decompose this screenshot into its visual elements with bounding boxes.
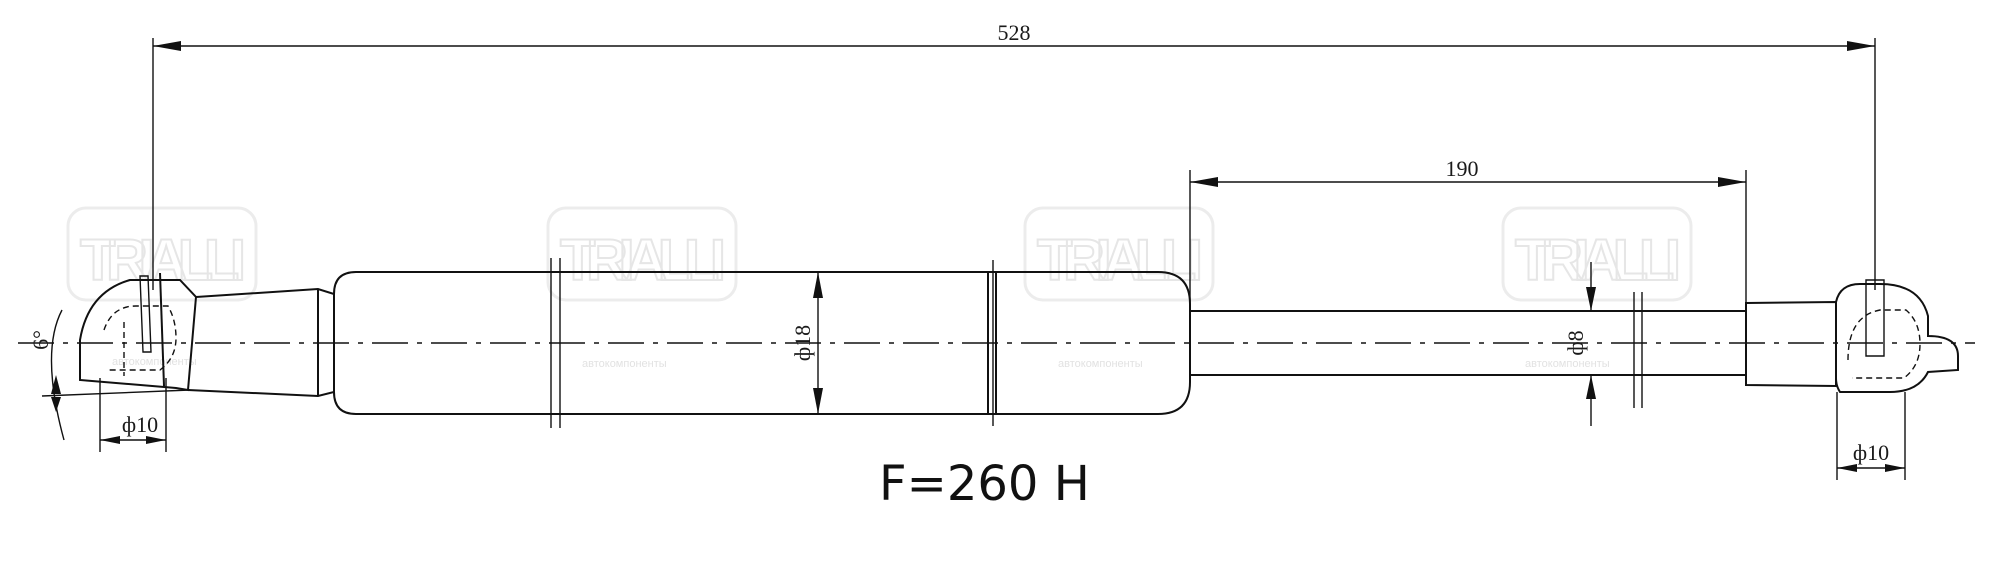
watermark-logo-1: TRIALLI автокомпоненты: [66, 206, 258, 368]
left-taper: [187, 287, 335, 398]
angle-label: 6°: [28, 330, 53, 350]
right-pin: [1865, 279, 1885, 357]
watermark-text-1: TRIALLI: [80, 228, 246, 293]
watermark-sub-2: автокомпоненты: [582, 358, 667, 370]
watermark-logo-3: TRIALLI автокомпоненты: [1023, 206, 1215, 370]
stroke-label: 190: [1446, 156, 1479, 181]
left-socket-arrow-left: [100, 436, 120, 444]
rod-diameter-label: ф8: [1563, 330, 1588, 355]
angle-reference-line: [41, 389, 191, 397]
right-socket-arrow-right: [1885, 464, 1905, 472]
watermark-sub-4: автокомпоненты: [1525, 358, 1610, 370]
watermark-text-4: TRIALLI: [1515, 228, 1681, 293]
body-diameter-arrow-bottom: [813, 388, 823, 414]
right-end-fitting: [1835, 283, 1959, 393]
rod-diameter-arrow-top: [1586, 287, 1596, 311]
rod-diameter-arrow-bottom: [1586, 375, 1596, 399]
right-socket-diameter-label: ф10: [1853, 440, 1889, 465]
left-end-fitting: [79, 279, 198, 392]
body-diameter-label: ф18: [790, 325, 815, 361]
body-diameter-dimension: ф18: [790, 272, 823, 414]
watermark-logo-2: TRIALLI автокомпоненты: [546, 206, 738, 370]
watermark-text-3: TRIALLI: [1037, 228, 1203, 293]
rod-diameter-dimension: ф8: [1563, 262, 1596, 426]
overall-length-dimension: 528: [152, 20, 1876, 290]
force-label: F=260 H: [879, 456, 1090, 512]
watermark-logo-4: TRIALLI автокомпоненты: [1501, 206, 1693, 370]
left-socket-diameter-dimension: ф10: [99, 378, 167, 452]
right-socket-diameter-dimension: ф10: [1836, 392, 1906, 480]
left-socket-diameter-label: ф10: [122, 412, 158, 437]
overall-arrow-right: [1847, 41, 1875, 51]
right-socket-arrow-left: [1837, 464, 1857, 472]
cylinder-body: [333, 271, 1191, 415]
angle-arc: [50, 309, 65, 441]
body-diameter-arrow-top: [813, 272, 823, 298]
angle-arrow-bottom: [51, 397, 61, 412]
watermark-text-2: TRIALLI: [560, 228, 726, 293]
right-rod-collar: [1745, 300, 1837, 388]
stroke-arrow-left: [1190, 177, 1218, 187]
left-socket-hidden: [103, 305, 177, 371]
left-socket-arrow-right: [146, 436, 166, 444]
right-socket-hidden: [1847, 309, 1921, 379]
watermark-sub-3: автокомпоненты: [1058, 358, 1143, 370]
stroke-arrow-right: [1718, 177, 1746, 187]
watermark-logos: TRIALLI автокомпоненты TRIALLI автокомпо…: [66, 206, 1693, 370]
left-pin: [139, 275, 152, 353]
angle-arrow-top: [51, 375, 61, 394]
watermark-sub-1: автокомпоненты: [112, 356, 197, 368]
overall-arrow-left: [153, 41, 181, 51]
angle-dimension: 6°: [28, 309, 191, 441]
stroke-dimension: 190: [1189, 156, 1747, 312]
overall-length-label: 528: [998, 20, 1031, 45]
